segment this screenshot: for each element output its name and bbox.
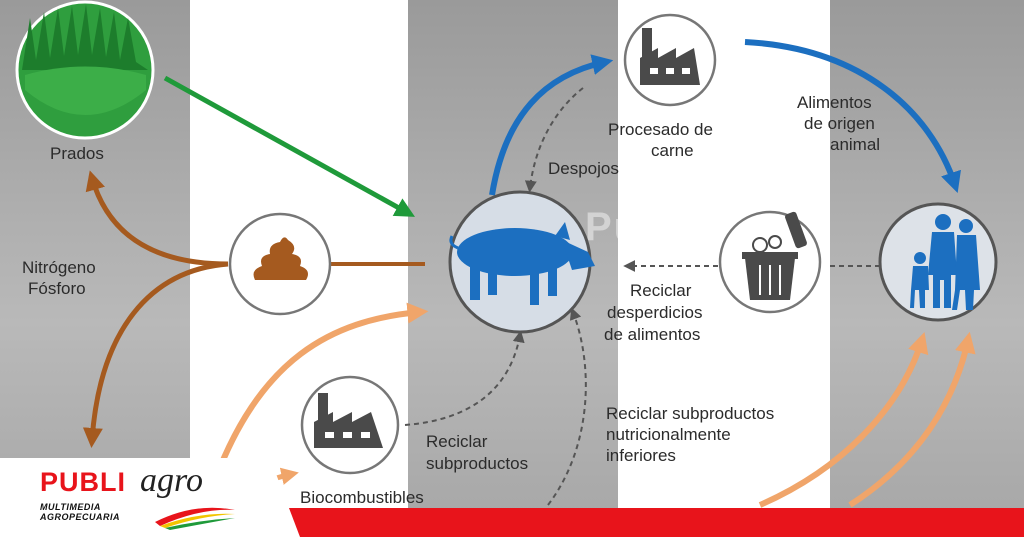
bin-node bbox=[718, 210, 822, 314]
label-reciclar-inf-3: inferiores bbox=[606, 446, 676, 465]
label-reciclar-inf-2: nutricionalmente bbox=[606, 425, 731, 444]
dashed-reciclar-inferiores bbox=[547, 307, 587, 506]
arrow-prados-to-pig bbox=[163, 75, 415, 217]
biocombustibles-node bbox=[300, 375, 400, 475]
procesado-node bbox=[623, 13, 717, 107]
label-reciclar-sub-2: subproductos bbox=[426, 454, 529, 473]
pig-node bbox=[448, 190, 595, 334]
logo-swoosh-icon bbox=[155, 507, 235, 530]
logo-publi-text: PUBLI bbox=[40, 467, 126, 497]
label-prados: Prados bbox=[50, 144, 104, 163]
manure-node bbox=[228, 212, 332, 316]
trash-bin-icon bbox=[742, 211, 807, 300]
arrow-manure-down bbox=[82, 261, 229, 448]
label-alimentos-2: de origen bbox=[804, 114, 875, 133]
factory-icon bbox=[640, 28, 700, 85]
logo-sub-line1: MULTIMEDIA bbox=[40, 502, 101, 512]
grass-icon bbox=[22, 4, 148, 70]
label-procesado-2: carne bbox=[651, 141, 694, 160]
label-reciclar-desp-1: Reciclar bbox=[630, 281, 692, 300]
logo-subtitle: MULTIMEDIA AGROPECUARIA bbox=[40, 502, 120, 522]
label-despojos: Despojos bbox=[548, 159, 619, 178]
arrow-peach-to-consumers-1 bbox=[758, 331, 929, 508]
label-reciclar-desp-3: de alimentos bbox=[604, 325, 701, 344]
label-procesado-1: Procesado de bbox=[608, 120, 713, 139]
label-alimentos-1: Alimentos bbox=[797, 93, 872, 112]
arrow-peach-to-consumers-2 bbox=[848, 331, 976, 508]
label-alimentos-3: animal bbox=[830, 135, 881, 154]
family-icon bbox=[910, 214, 980, 310]
label-reciclar-inf-1: Reciclar subproductos bbox=[606, 404, 775, 423]
logo-panel bbox=[0, 458, 300, 537]
arrow-manure-up bbox=[85, 170, 229, 267]
arrow-procesado-to-consumers bbox=[744, 39, 961, 193]
label-fosforo: Fósforo bbox=[28, 279, 86, 298]
label-biocombustibles: Biocombustibles bbox=[300, 488, 424, 507]
label-reciclar-sub-1: Reciclar bbox=[426, 432, 488, 451]
manure-icon bbox=[253, 237, 308, 280]
arrow-pig-to-procesado bbox=[489, 54, 614, 196]
label-reciclar-desp-2: desperdicios bbox=[607, 303, 703, 322]
dashed-despojos bbox=[524, 87, 584, 193]
factory-icon bbox=[314, 393, 383, 448]
pig-icon bbox=[449, 222, 595, 305]
arrow-peach-to-pig bbox=[212, 302, 429, 482]
logo-sub-line2: AGROPECUARIA bbox=[40, 512, 121, 522]
prados-node bbox=[15, 0, 155, 140]
label-nitrogeno: Nitrógeno bbox=[22, 258, 96, 277]
logo-agro-text: agro bbox=[140, 462, 203, 499]
dashed-reciclar-subproductos bbox=[404, 330, 525, 426]
consumers-node bbox=[878, 202, 998, 322]
